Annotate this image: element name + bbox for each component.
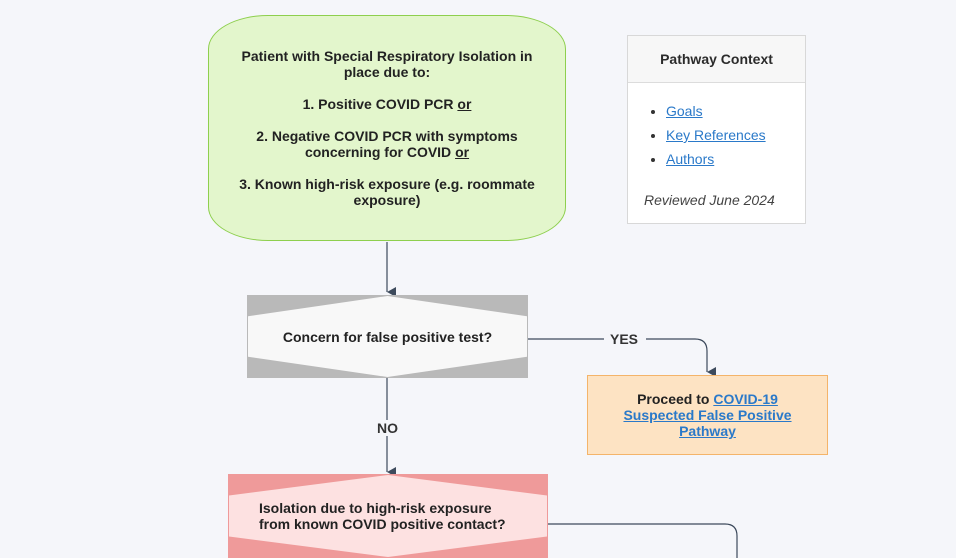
decision-high-risk-exposure: Isolation due to high-risk exposure from… bbox=[228, 474, 548, 558]
key-references-link[interactable]: Key References bbox=[666, 127, 766, 143]
context-list-item-authors: Authors bbox=[666, 151, 805, 167]
start-item-2-or: or bbox=[455, 144, 470, 160]
start-item-3: 3. Known high-risk exposure (e.g. roomma… bbox=[239, 176, 535, 208]
yes-label: YES bbox=[610, 331, 639, 347]
goals-link[interactable]: Goals bbox=[666, 103, 703, 119]
start-item-2: 2. Negative COVID PCR with symptoms conc… bbox=[235, 128, 539, 160]
start-heading: Patient with Special Respiratory Isolati… bbox=[241, 48, 533, 80]
context-list-item-goals: Goals bbox=[666, 103, 805, 119]
start-item-1-or: or bbox=[457, 96, 472, 112]
pathway-context-links: Goals Key References Authors bbox=[628, 103, 805, 167]
pathway-context-title: Pathway Context bbox=[628, 36, 805, 83]
outcome-text: Proceed to COVID-19 Suspected False Posi… bbox=[618, 391, 797, 439]
connector-decision2-right bbox=[548, 523, 738, 558]
outcome-false-positive-pathway: Proceed to COVID-19 Suspected False Posi… bbox=[587, 375, 828, 455]
outcome-prefix: Proceed to bbox=[637, 391, 714, 407]
no-label: NO bbox=[377, 420, 398, 436]
connector-yes-to-outcome bbox=[528, 338, 707, 372]
start-item-1: 1. Positive COVID PCR or bbox=[303, 96, 472, 112]
decision-false-positive-text: Concern for false positive test? bbox=[248, 296, 527, 377]
decision-high-risk-exposure-text: Isolation due to high-risk exposure from… bbox=[229, 475, 547, 557]
start-item-2-text: 2. Negative COVID PCR with symptoms conc… bbox=[256, 128, 518, 160]
covid-false-positive-pathway-link[interactable]: COVID-19 Suspected False Positive Pathwa… bbox=[623, 391, 792, 439]
start-node: Patient with Special Respiratory Isolati… bbox=[208, 15, 566, 241]
decision-false-positive: Concern for false positive test? bbox=[247, 295, 528, 378]
authors-link[interactable]: Authors bbox=[666, 151, 715, 167]
reviewed-date: Reviewed June 2024 bbox=[644, 192, 775, 208]
context-list-item-key-references: Key References bbox=[666, 127, 805, 143]
start-item-1-text: 1. Positive COVID PCR bbox=[302, 96, 458, 112]
pathway-context-panel: Pathway Context Goals Key References Aut… bbox=[627, 35, 806, 224]
